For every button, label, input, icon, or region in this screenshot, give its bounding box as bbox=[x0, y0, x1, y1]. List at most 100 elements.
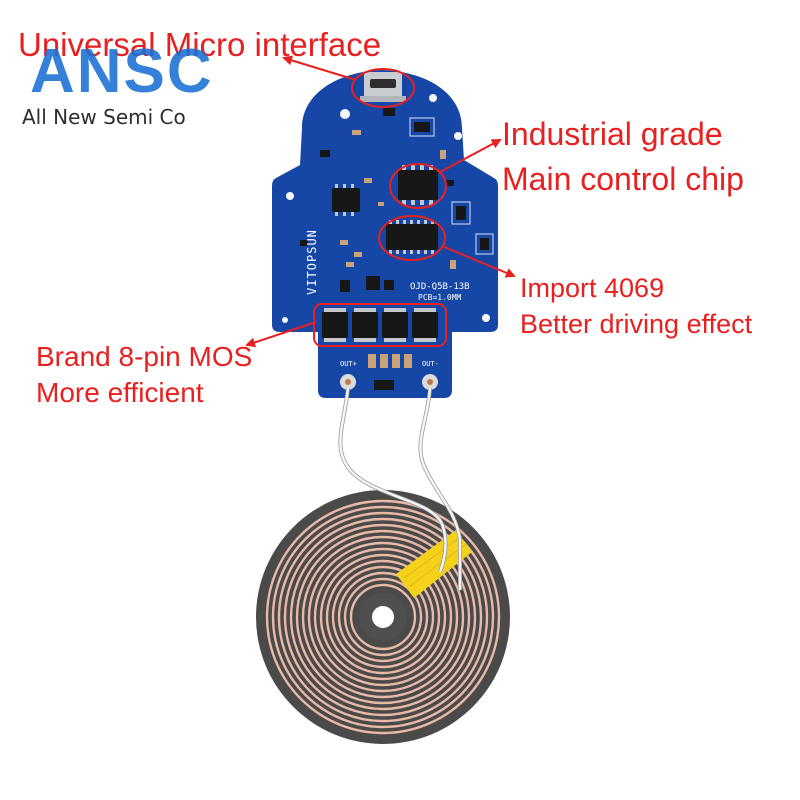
chip-pin bbox=[351, 184, 354, 188]
smd-resistor bbox=[404, 354, 412, 368]
coil-winding bbox=[295, 529, 471, 705]
mos-pins bbox=[384, 308, 406, 312]
mos-pins bbox=[414, 338, 436, 342]
coil-winding bbox=[337, 571, 429, 663]
usb-slot bbox=[370, 79, 396, 88]
lead-wire-positive bbox=[339, 387, 447, 573]
chip-pin bbox=[343, 184, 346, 188]
arrow-mos bbox=[245, 321, 317, 348]
chip-pin bbox=[411, 200, 415, 205]
smd-capacitor bbox=[352, 130, 361, 135]
auxiliary-chip bbox=[332, 184, 360, 216]
logo-mark: ANSC bbox=[30, 37, 214, 106]
chip-pin bbox=[335, 212, 338, 216]
label-driver-line1: Import 4069 bbox=[520, 273, 664, 303]
mos-transistor-row bbox=[322, 308, 438, 342]
silk-outline bbox=[475, 233, 494, 255]
mounting-hole bbox=[482, 314, 490, 322]
smd-diode bbox=[340, 280, 350, 292]
output-positive-label: OUT+ bbox=[340, 360, 357, 368]
chip-pin bbox=[396, 220, 399, 224]
arrow-driver-chip bbox=[441, 245, 516, 278]
chip-pin bbox=[424, 220, 427, 224]
smd-capacitor bbox=[440, 150, 446, 159]
coil-winding bbox=[301, 535, 465, 699]
coil-winding bbox=[349, 583, 417, 651]
highlight-driver-chip bbox=[378, 215, 446, 261]
chip-pin bbox=[417, 220, 420, 224]
coil-lead-wires bbox=[338, 387, 462, 590]
mounting-hole bbox=[286, 192, 294, 200]
smd-diode bbox=[384, 280, 394, 290]
arrow-micro-interface bbox=[282, 55, 357, 81]
smd-diode bbox=[374, 380, 394, 390]
coil-winding bbox=[271, 505, 495, 729]
smd-diode bbox=[414, 122, 430, 132]
coil-center-hole bbox=[372, 606, 394, 628]
coil-winding bbox=[265, 499, 501, 735]
smd-capacitor bbox=[378, 202, 384, 206]
wire-solder-joint bbox=[427, 379, 433, 385]
smd-resistor bbox=[392, 354, 400, 368]
lead-wire-negative bbox=[419, 387, 462, 590]
smd-resistor bbox=[320, 150, 330, 157]
chip-body bbox=[332, 188, 360, 212]
chip-pin bbox=[335, 184, 338, 188]
smd-resistor bbox=[456, 206, 466, 220]
coil-winding bbox=[313, 547, 453, 687]
output-negative-label: OUT- bbox=[422, 360, 439, 368]
highlight-main-chip bbox=[389, 163, 447, 209]
mounting-hole bbox=[429, 94, 437, 102]
mos-pins bbox=[354, 308, 376, 312]
chip-pin bbox=[396, 250, 399, 254]
coil-winding bbox=[307, 541, 459, 693]
smd-resistor bbox=[480, 238, 489, 250]
silk-outline bbox=[409, 117, 435, 137]
wireless-charging-coil bbox=[256, 490, 510, 744]
coil-winding bbox=[325, 559, 441, 675]
arrow-main-chip bbox=[439, 139, 502, 173]
coil-winding bbox=[331, 565, 435, 669]
mos-pins bbox=[414, 308, 436, 312]
coil-winding bbox=[343, 577, 423, 657]
mounting-hole bbox=[340, 109, 350, 119]
mos-chip bbox=[352, 312, 378, 338]
coil-winding bbox=[283, 517, 483, 717]
coil-winding bbox=[319, 553, 447, 681]
chip-pin bbox=[417, 250, 420, 254]
coil-windings bbox=[265, 499, 501, 735]
mos-chip bbox=[322, 312, 348, 338]
highlight-mos-row bbox=[313, 303, 447, 347]
pcb-module: VITOPSUN OJD-Q5B-13B PCB=1.0MM OUT+ OUT- bbox=[272, 70, 498, 398]
chip-pin bbox=[403, 220, 406, 224]
usb-tabs bbox=[360, 96, 406, 102]
chip-pin bbox=[411, 165, 415, 170]
yellow-tape bbox=[396, 530, 472, 598]
smd-diode bbox=[383, 108, 395, 116]
wire-solder-joint bbox=[345, 379, 351, 385]
annotations: Universal Micro interface Industrial gra… bbox=[18, 26, 753, 408]
smd-resistor bbox=[300, 240, 308, 246]
mos-pins bbox=[324, 308, 346, 312]
chip-pin bbox=[424, 250, 427, 254]
chip-pin bbox=[403, 250, 406, 254]
chip-pin bbox=[410, 220, 413, 224]
mounting-hole bbox=[454, 132, 462, 140]
logo-tagline: All New Semi Co bbox=[22, 105, 186, 129]
board-thickness-label: PCB=1.0MM bbox=[418, 293, 462, 302]
silk-outline bbox=[451, 201, 471, 225]
chip-pin bbox=[402, 200, 406, 205]
main-control-chip bbox=[398, 165, 438, 205]
label-main-chip-line2: Main control chip bbox=[502, 161, 744, 197]
tape-wire-ridge bbox=[409, 543, 467, 587]
label-micro-interface: Universal Micro interface bbox=[18, 26, 381, 63]
chip-pin bbox=[429, 200, 433, 205]
label-driver-line2: Better driving effect bbox=[520, 309, 753, 339]
chip-pin bbox=[351, 212, 354, 216]
label-mos-line2: More efficient bbox=[36, 377, 204, 408]
chip-pin bbox=[389, 250, 392, 254]
smd-capacitor bbox=[364, 178, 372, 183]
smd-resistor bbox=[368, 354, 376, 368]
coil-winding bbox=[277, 511, 489, 723]
chip-body bbox=[386, 224, 438, 250]
